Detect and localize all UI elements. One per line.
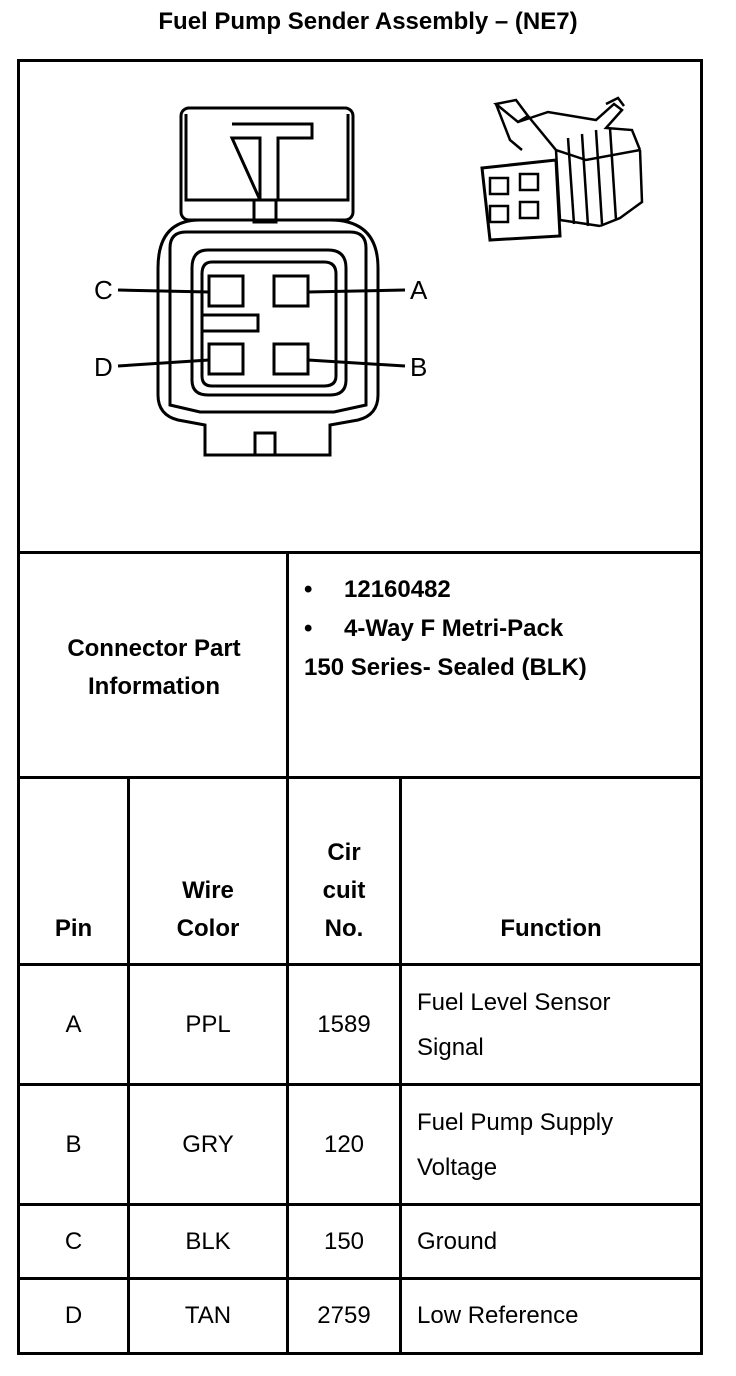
connector-type: 4-Way F Metri-Pack	[344, 615, 564, 642]
connector-series: 150 Series- Sealed (BLK)	[304, 654, 587, 681]
cell-pin: A	[65, 1010, 82, 1038]
divider-diagram	[17, 551, 703, 554]
connector-face-diagram: C A D B	[94, 96, 644, 457]
bullet: •	[304, 576, 313, 603]
cell-wire-color: BLK	[185, 1227, 231, 1255]
cell-function: Fuel Pump Supply Voltage	[417, 1109, 614, 1181]
connector-3d-illustration	[480, 96, 644, 242]
header-circuit-no: Cir cuit No.	[322, 839, 366, 942]
column-divider-info	[286, 551, 289, 1355]
divider-row-b	[17, 1203, 703, 1206]
column-divider-pin	[127, 776, 130, 1355]
divider-info	[17, 776, 703, 779]
part-number: 12160482	[344, 576, 451, 603]
cell-function: Ground	[417, 1227, 498, 1255]
pin-label-a: A	[410, 275, 428, 305]
column-divider-circuit	[399, 776, 402, 1355]
pin-label-c: C	[94, 275, 113, 305]
cell-wire-color: GRY	[182, 1130, 234, 1158]
pin-label-b: B	[410, 352, 427, 382]
pin-label-d: D	[94, 352, 113, 382]
header-pin: Pin	[54, 915, 93, 942]
cell-pin: B	[65, 1130, 82, 1158]
header-function: Function	[500, 915, 602, 942]
cell-circuit: 2759	[317, 1302, 371, 1329]
list-item: • 12160482	[304, 570, 700, 609]
cell-wire-color: PPL	[185, 1010, 231, 1038]
cell-circuit: 150	[323, 1227, 365, 1255]
bullet: •	[304, 615, 313, 642]
cell-circuit: 1589	[317, 1010, 371, 1038]
connector-info-label: Connector Part Information	[67, 635, 241, 700]
cell-pin: D	[64, 1302, 83, 1329]
connector-info-list: • 12160482 • 4-Way F Metri-Pack 150 Seri…	[304, 570, 700, 687]
cell-function: Low Reference	[417, 1302, 579, 1329]
divider-row-c	[17, 1277, 703, 1280]
cell-wire-color: TAN	[184, 1302, 232, 1329]
table-frame	[17, 59, 703, 1355]
divider-row-a	[17, 1083, 703, 1086]
header-wire-color: Wire Color	[176, 877, 240, 942]
divider-header	[17, 963, 703, 966]
cell-circuit: 120	[323, 1130, 365, 1158]
list-item: • 4-Way F Metri-Pack	[304, 609, 700, 648]
cell-function: Fuel Level Sensor Signal	[417, 989, 611, 1061]
cell-pin: C	[64, 1227, 83, 1255]
page-title: Fuel Pump Sender Assembly – (NE7)	[158, 8, 578, 35]
